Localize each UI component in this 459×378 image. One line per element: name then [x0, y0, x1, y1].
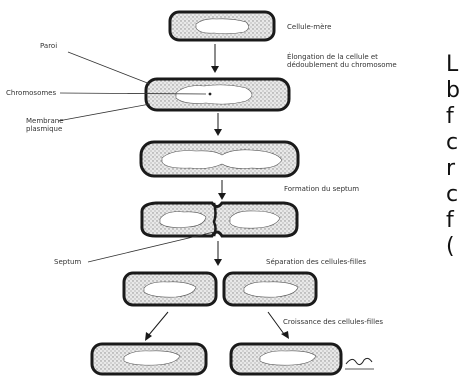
side-letter: f	[446, 104, 459, 130]
arrow-3-head	[218, 193, 226, 200]
grown-daughter-cell-right	[231, 344, 341, 374]
side-letter: c	[446, 130, 459, 156]
elongating-cell	[146, 79, 289, 110]
arrow-4-head	[214, 259, 222, 266]
nucleoid	[196, 19, 249, 34]
label-elongation: Élongation de la cellule et dédoublement…	[287, 53, 403, 69]
label-growth: Croissance des cellules-filles	[283, 318, 383, 326]
septum-forming-cell	[142, 203, 297, 236]
side-letter: b	[446, 78, 459, 104]
leader-membrane	[58, 104, 150, 121]
grown-daughter-cell-left	[92, 344, 206, 374]
leader-paroi	[68, 52, 150, 84]
mother-cell	[170, 12, 274, 40]
label-chromosomes: Chromosomes	[6, 89, 56, 97]
label-separation: Séparation des cellules-filles	[266, 258, 366, 266]
arrow-5-left-head	[145, 332, 152, 341]
label-septum: Septum	[54, 258, 81, 266]
artist-signature	[345, 358, 374, 369]
arrow-1-head	[211, 66, 219, 73]
septum-ingrowth	[214, 203, 216, 236]
side-letter: c	[446, 182, 459, 208]
daughter-cell-right	[224, 273, 316, 305]
daughter-cell-left	[124, 273, 216, 305]
nucleoid	[176, 85, 252, 104]
label-wall: Paroi	[40, 42, 57, 50]
arrow-2-head	[214, 129, 222, 136]
label-membrane: Membrane plasmique	[26, 117, 66, 133]
cropped-side-text: L b f c r c f (	[446, 52, 459, 260]
side-letter: (	[446, 234, 459, 260]
arrow-5-right	[268, 312, 284, 334]
side-letter: r	[446, 156, 459, 182]
elongated-cell	[141, 142, 298, 176]
label-mother-cell: Cellule-mère	[287, 23, 331, 31]
arrow-5-left	[148, 312, 168, 336]
side-letter: f	[446, 208, 459, 234]
label-septum-formation: Formation du septum	[284, 185, 359, 193]
side-letter: L	[446, 52, 459, 78]
